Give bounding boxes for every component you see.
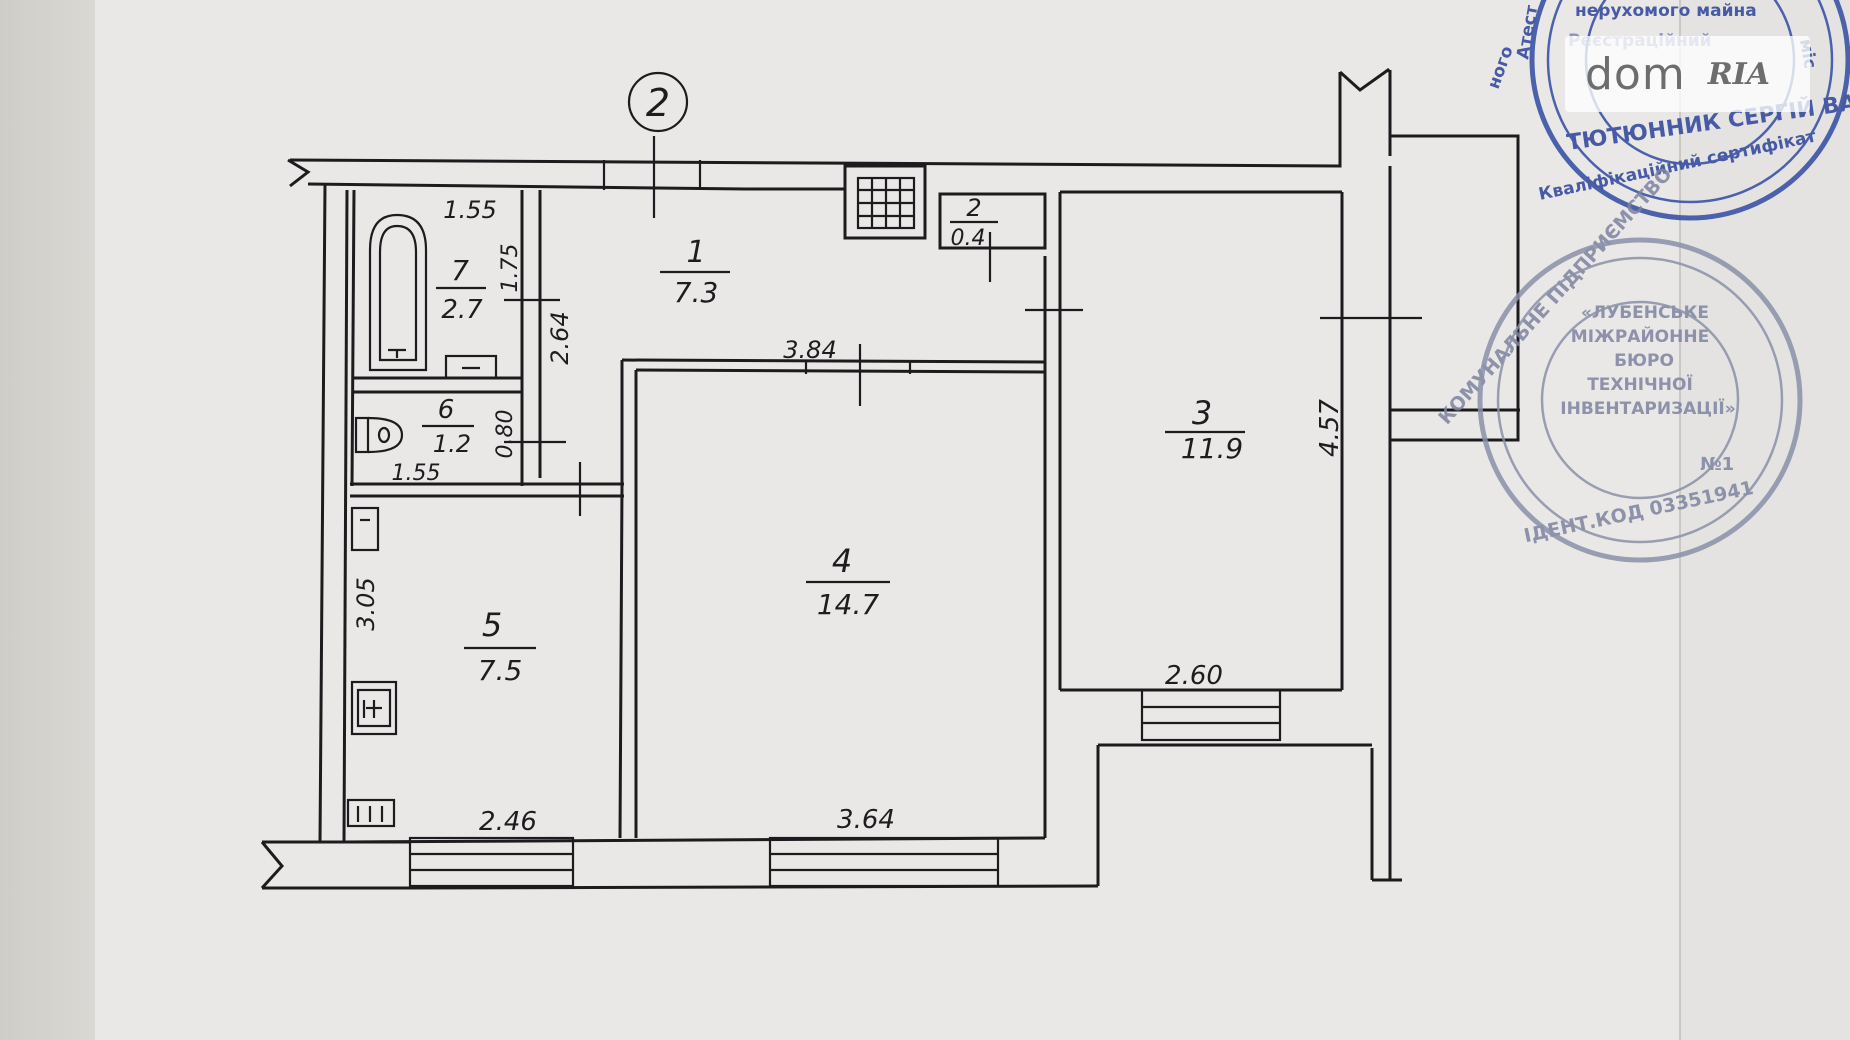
washbasin — [444, 354, 498, 380]
room-6-area: 1.2 — [433, 430, 471, 458]
dimension-labels: 1.55 1.75 2.64 3.84 0.80 1.55 3.05 2.46 … — [352, 196, 1345, 837]
dim-room3-width: 2.60 — [1165, 661, 1223, 691]
dim-corridor-height: 2.64 — [546, 311, 574, 364]
outer-walls — [260, 68, 1520, 890]
room-7-area: 2.7 — [441, 295, 483, 325]
kitchen-sink — [350, 506, 380, 552]
windows — [408, 688, 1282, 888]
dim-wc-width: 1.55 — [392, 461, 441, 486]
room-labels: 1 7.3 2 0.4 3 11.9 4 14.7 5 7.5 6 1.2 7 … — [422, 194, 1245, 687]
section-marker-label: 2 — [646, 81, 670, 125]
dim-room4-bottom: 3.64 — [837, 805, 895, 835]
radiator — [346, 798, 396, 828]
ventilation-shaft — [843, 164, 927, 240]
bureau-line-8: №1 — [1700, 454, 1734, 475]
room-4-area: 14.7 — [817, 588, 880, 621]
bureau-line-4: ТЕХНІЧНОЇ — [1587, 373, 1693, 395]
bathtub — [368, 213, 428, 372]
dim-wc-height: 0.80 — [493, 410, 518, 459]
watermark-brand: dom — [1585, 48, 1686, 100]
room-3-number: 3 — [1192, 394, 1212, 432]
bureau-line-5: ІНВЕНТАРИЗАЦІЇ» — [1560, 397, 1735, 419]
room-1-area: 7.3 — [674, 276, 719, 309]
stove — [350, 680, 398, 736]
paper-sheet — [95, 0, 1685, 1040]
stamp-line-1: нерухомого майна — [1575, 1, 1757, 21]
room-2-number: 2 — [966, 194, 981, 222]
watermark-sub: RIA — [1707, 56, 1770, 92]
dim-bath-width: 1.55 — [443, 196, 496, 224]
section-marker: 2 — [627, 71, 689, 133]
toilet — [354, 416, 404, 454]
dimension-ticks — [504, 136, 1422, 516]
room-7-number: 7 — [451, 254, 469, 287]
bureau-line-3: БЮРО — [1614, 351, 1674, 371]
interior-walls — [350, 189, 1344, 839]
dim-room4-top: 3.84 — [783, 336, 836, 364]
room-5-number: 5 — [482, 606, 502, 644]
dim-bath-height: 1.75 — [498, 244, 523, 293]
room-6-number: 6 — [438, 395, 455, 425]
room-2-area: 0.4 — [951, 226, 986, 251]
room-3-area: 11.9 — [1181, 432, 1243, 465]
room-1-number: 1 — [686, 235, 705, 270]
room-4-number: 4 — [832, 542, 852, 580]
bureau-line-2: МІЖРАЙОННЕ — [1571, 325, 1709, 347]
dim-room3-height: 4.57 — [1315, 399, 1345, 457]
room-5-area: 7.5 — [478, 654, 523, 687]
paper-edge — [1680, 0, 1850, 1040]
bureau-line-1: «ЛУБЕНСЬКЕ — [1581, 303, 1709, 323]
dim-kitchen-width: 2.46 — [479, 807, 537, 837]
dim-kitchen-height: 3.05 — [352, 577, 380, 630]
dom-ria-watermark: dom RIA — [1565, 36, 1810, 112]
